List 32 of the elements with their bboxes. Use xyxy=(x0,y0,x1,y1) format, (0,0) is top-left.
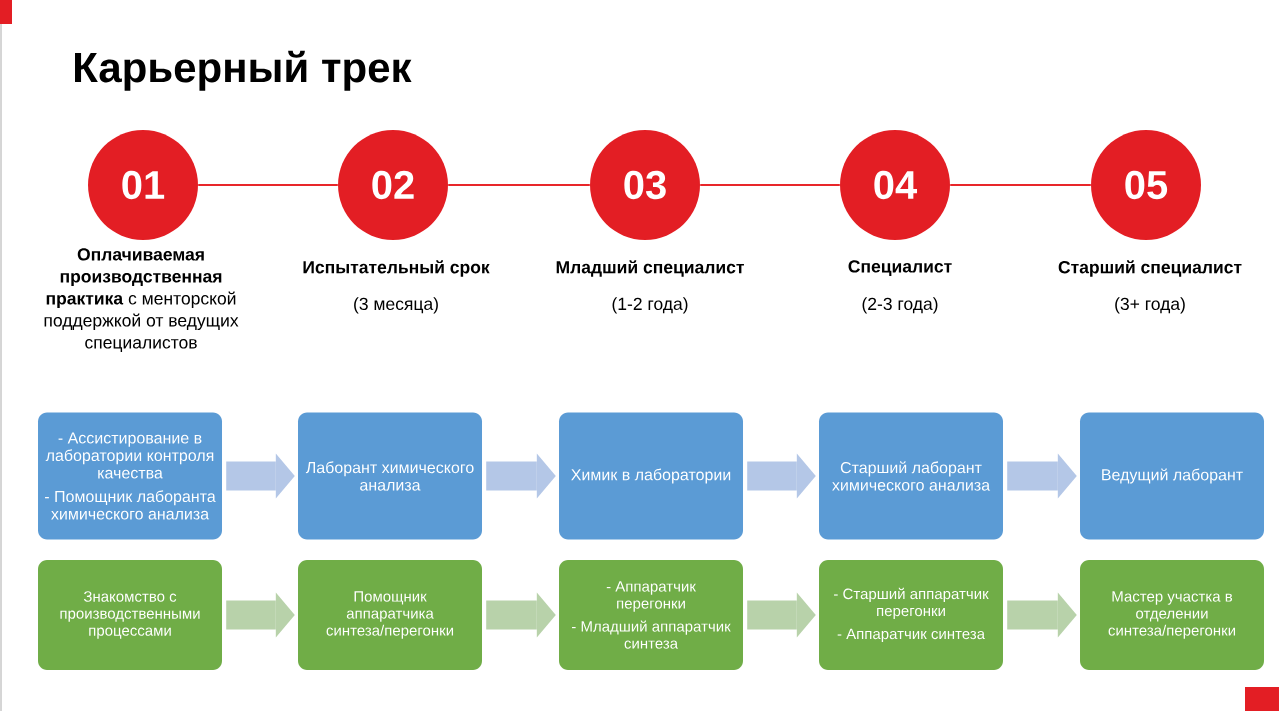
step-duration: (3+ года) xyxy=(1115,297,1185,314)
step-duration: (1-2 года) xyxy=(612,297,688,314)
role-box: - Старший аппаратчик перегонки - Аппаратчик синтеза xyxy=(819,560,1003,670)
block-arrow xyxy=(486,592,556,638)
role-box: Химик в лаборатории xyxy=(559,412,743,540)
role-box: Лаборант химического анализа xyxy=(298,412,482,540)
block-arrow xyxy=(1007,592,1077,638)
block-arrow xyxy=(226,453,295,499)
role-box: Знакомство с производственными процессами xyxy=(38,560,222,670)
block-arrow xyxy=(747,453,816,499)
role-box: Ведущий лаборант xyxy=(1080,412,1264,540)
step-title: Специалист xyxy=(848,260,952,276)
block-arrow xyxy=(747,592,816,638)
block-arrow xyxy=(486,453,556,499)
slide-title: Карьерный трек xyxy=(75,50,412,91)
step-duration: (3 месяца) xyxy=(354,297,438,314)
role-box: - Аппаратчик перегонки - Младший аппаратчик синтеза xyxy=(559,560,743,670)
connector-line xyxy=(447,184,591,186)
role-box: - Ассистирование в лаборатории контроля качества - Помощник лаборанта химического анализа xyxy=(38,412,222,540)
step-title: Старший специалист xyxy=(1058,260,1242,277)
block-arrow xyxy=(1007,453,1077,499)
step-duration: (2-3 года) xyxy=(862,297,938,314)
connector-line xyxy=(949,184,1092,186)
block-arrow xyxy=(226,592,295,638)
connector-line xyxy=(699,184,841,186)
connector-line xyxy=(197,184,339,186)
step-title: Младший специалист xyxy=(556,260,744,277)
role-box: Старший лаборант химического анализа xyxy=(819,412,1003,540)
role-box: Помощник аппаратчика синтеза/перегонки xyxy=(298,560,482,670)
step-description: Оплачиваемая производственная практика с менторской поддержкой от ведущих специалистов xyxy=(44,248,239,352)
role-box: Мастер участка в отделении синтеза/перегонки xyxy=(1080,560,1264,670)
step-title: Испытательный срок xyxy=(303,260,490,277)
